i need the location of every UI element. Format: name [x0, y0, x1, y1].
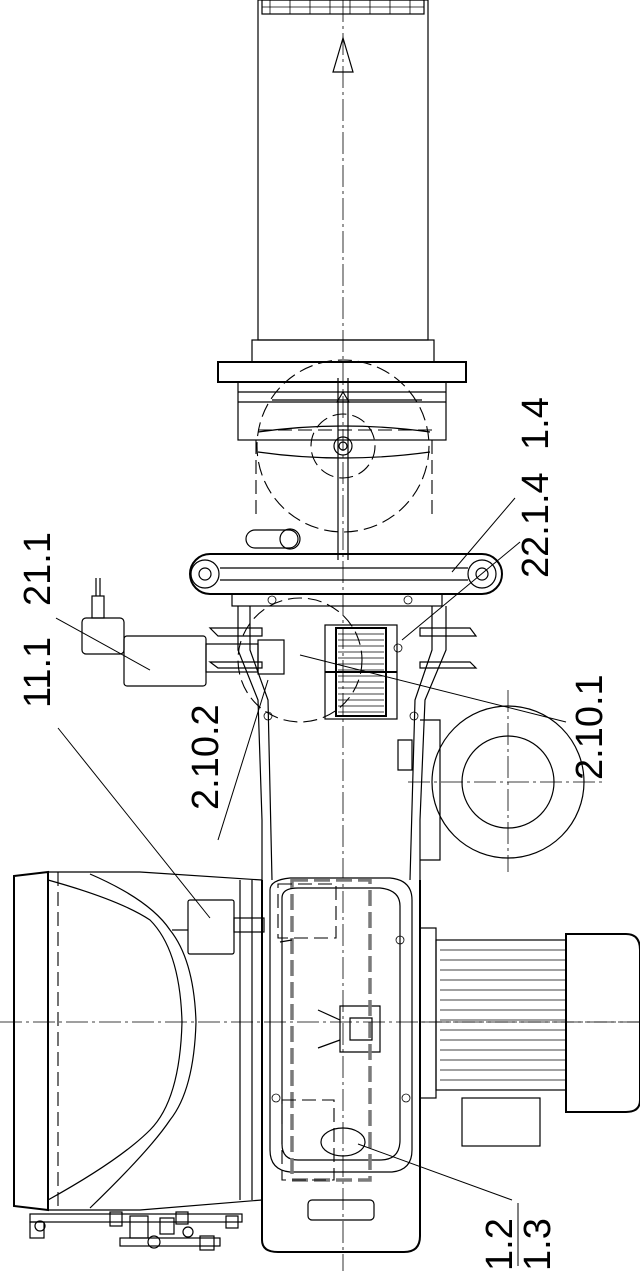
callout-21-1: 21.1 — [17, 532, 59, 606]
air-box — [0, 870, 640, 1212]
callout-1-3: 1.3 — [517, 1218, 559, 1271]
air-inlet-outline — [277, 878, 372, 1182]
servo-actuator — [81, 578, 285, 687]
pivot-pin — [245, 528, 301, 550]
callout-2-10-2: 2.10.2 — [185, 704, 227, 810]
callout-1-4: 1.4 — [515, 397, 557, 450]
electric-motor — [419, 927, 640, 1147]
oil-pump — [397, 690, 604, 872]
air-pressure-switch — [172, 899, 265, 955]
leader-lines — [55, 497, 567, 1266]
ignition-coil — [324, 624, 398, 720]
side-bracket — [208, 627, 478, 669]
callout-2-10-1: 2.10.1 — [569, 674, 611, 780]
hinge-beam — [189, 553, 503, 607]
air-damper — [256, 359, 431, 560]
callout-11-1: 11.1 — [17, 637, 59, 708]
fan-housing — [261, 877, 421, 1253]
callout-22-1-4: 22.1.4 — [515, 472, 557, 578]
callout-labels: 1.4 22.1.4 2.10.1 21.1 11.1 2.10.2 1.2 1… — [17, 397, 611, 1271]
blast-tube — [257, 0, 429, 1271]
mounting-flange — [217, 339, 467, 520]
callout-1-2: 1.2 — [479, 1218, 521, 1271]
valve-linkage — [29, 1211, 243, 1251]
